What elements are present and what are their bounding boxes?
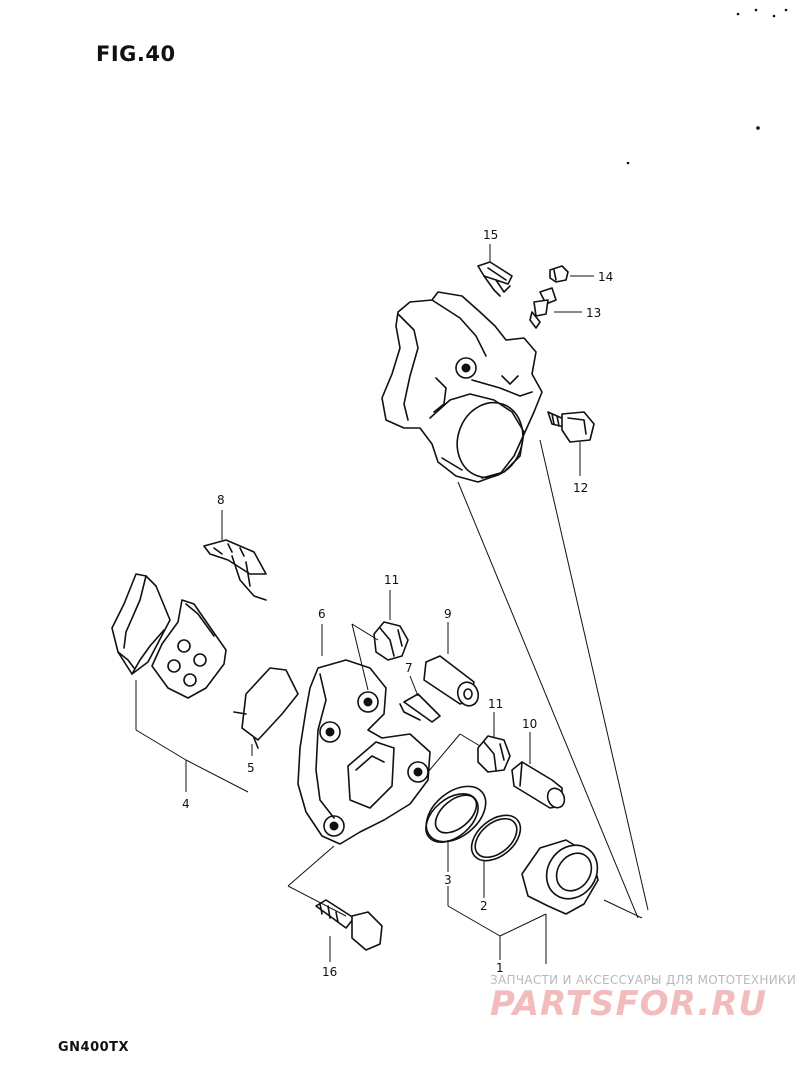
brake-pad-inner-part xyxy=(151,599,227,699)
callout-6: 6 xyxy=(318,607,326,621)
callout-8: 8 xyxy=(217,493,225,507)
brake-pad-outer-part xyxy=(111,573,171,675)
callout-12: 12 xyxy=(573,481,588,495)
callout-9: 9 xyxy=(444,607,452,621)
pad-shim-part xyxy=(233,667,299,749)
callout-7: 7 xyxy=(405,661,413,675)
callout-15: 15 xyxy=(483,228,498,242)
piston-ring-part xyxy=(470,814,522,862)
figure-title: FIG.40 xyxy=(96,42,176,66)
dust-boot-lower-part xyxy=(477,735,511,773)
callout-10: 10 xyxy=(522,717,537,731)
dust-boot-upper-part xyxy=(373,621,409,661)
callout-11-lower: 11 xyxy=(488,697,503,711)
pad-spring-part xyxy=(203,539,267,601)
pad-pin-clip-part xyxy=(399,693,441,723)
callout-1: 1 xyxy=(496,961,504,975)
watermark-logo: PARTSFOR.RU xyxy=(490,984,768,1024)
callout-16: 16 xyxy=(322,965,337,979)
caliper-body-part xyxy=(381,291,543,483)
callout-14: 14 xyxy=(598,270,613,284)
watermark-caption: ЗАПЧАСТИ И АКСЕССУАРЫ ДЛЯ МОТОТЕХНИКИ xyxy=(490,973,797,987)
model-code: GN400TX xyxy=(58,1040,130,1055)
pad-clip-part xyxy=(477,261,513,297)
caliper-bracket-part xyxy=(297,659,431,845)
callout-5: 5 xyxy=(247,761,255,775)
bleeder-cap-part xyxy=(549,265,569,283)
callout-11-upper: 11 xyxy=(384,573,399,587)
callout-13: 13 xyxy=(586,306,601,320)
slide-pin-part xyxy=(423,655,480,707)
bracket-bolt-part xyxy=(315,899,383,951)
callout-4: 4 xyxy=(182,797,190,811)
piston-seal-part xyxy=(425,785,487,843)
leader-lines xyxy=(135,244,649,964)
callout-2: 2 xyxy=(480,899,488,913)
mounting-bolt-part xyxy=(547,411,595,443)
bleeder-valve-part xyxy=(529,287,557,329)
piston-part xyxy=(521,839,599,915)
caliper-pin-part xyxy=(511,761,566,809)
scan-specks xyxy=(626,8,788,165)
callout-3: 3 xyxy=(444,873,452,887)
